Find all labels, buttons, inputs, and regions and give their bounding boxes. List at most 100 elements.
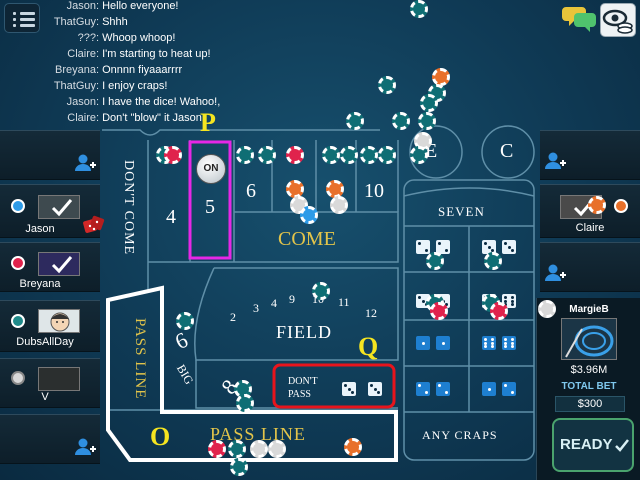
chat-separator: : [96, 16, 100, 28]
annotation-label-q: Q [358, 332, 379, 361]
total-bet-box: $300 [555, 396, 625, 412]
bet-chip[interactable] [250, 440, 268, 458]
field-label[interactable]: FIELD [276, 322, 332, 342]
bet-chip[interactable] [326, 180, 344, 198]
c-bet-label[interactable]: C [500, 140, 514, 162]
empty-seat-panel[interactable] [540, 130, 640, 180]
avatar [38, 309, 80, 333]
current-player-balance: $3.96M [570, 364, 608, 376]
chat-line: Jason:I have the dice! Wahoo!, [40, 94, 400, 110]
dont-pass-label-line2[interactable]: PASS [288, 389, 311, 400]
player-color-marker [11, 199, 25, 213]
empty-seat-panel[interactable] [540, 242, 640, 292]
die-face [436, 336, 450, 350]
player-color-marker [11, 314, 25, 328]
chat-message: Shhh [102, 16, 128, 28]
spiral-avatar-icon [565, 325, 614, 358]
bet-chip[interactable] [312, 282, 330, 300]
chat-separator: : [96, 80, 100, 92]
empty-seat-panel[interactable] [0, 414, 100, 464]
bet-chip[interactable] [330, 196, 348, 214]
player-panel-breyana[interactable]: Breyana [0, 242, 100, 292]
bet-chip[interactable] [164, 146, 182, 164]
die-face [482, 382, 496, 396]
player-color-marker [11, 256, 25, 270]
add-player-icon [75, 154, 96, 171]
bet-chip[interactable] [228, 440, 246, 458]
chat-button[interactable] [562, 3, 598, 35]
check-icon [51, 199, 73, 217]
bet-chip[interactable] [344, 438, 362, 456]
die-face [502, 336, 516, 350]
bet-chip[interactable] [322, 146, 340, 164]
field-number: 4 [271, 296, 277, 310]
chat-sender: Claire [67, 112, 96, 124]
bet-chip[interactable] [236, 394, 254, 412]
chat-sender: ??? [77, 32, 96, 44]
bet-chip[interactable] [230, 458, 248, 476]
avatar [38, 252, 80, 276]
die-face [342, 382, 356, 396]
field-number: 2 [230, 310, 236, 324]
add-player-icon [545, 152, 566, 169]
bet-chip[interactable] [360, 146, 378, 164]
chat-separator: : [96, 64, 100, 76]
bet-chip[interactable] [430, 302, 448, 320]
pass-line-label[interactable]: PASS LINE [210, 424, 306, 444]
point-number-10[interactable]: 10 [364, 180, 384, 202]
total-bet-value: $300 [577, 398, 603, 410]
player-panel-v[interactable]: V [0, 358, 100, 408]
any-craps-label[interactable]: ANY CRAPS [422, 428, 498, 442]
empty-seat-panel[interactable] [0, 130, 100, 180]
bet-chip[interactable] [286, 146, 304, 164]
player-panel-dubsallday[interactable]: DubsAllDay [0, 300, 100, 352]
bet-chip[interactable] [378, 146, 396, 164]
field-number: 12 [365, 306, 377, 320]
bet-chip[interactable] [588, 196, 606, 214]
bet-chip[interactable] [426, 252, 444, 270]
player-panel-jason[interactable]: Jason [0, 184, 100, 238]
player-name: Breyana [19, 278, 61, 290]
pass-line-vertical-label[interactable]: PASS LINE [132, 318, 148, 400]
point-number-6[interactable]: 6 [246, 180, 256, 202]
bet-chip[interactable] [420, 94, 438, 112]
die-face [368, 382, 382, 396]
bet-chip[interactable] [346, 112, 364, 130]
bet-chip[interactable] [418, 112, 436, 130]
bet-chip[interactable] [410, 146, 428, 164]
bet-chip[interactable] [538, 300, 556, 318]
ready-button[interactable]: READY [552, 418, 634, 472]
bet-chip[interactable] [410, 0, 428, 18]
bet-chip[interactable] [208, 440, 226, 458]
bet-chip[interactable] [484, 252, 502, 270]
chat-message: Don't "blow" it Jason! [102, 112, 205, 124]
dont-come-label: DON'T COME [121, 160, 136, 256]
chat-sender: Claire [67, 48, 96, 60]
point-number-4[interactable]: 4 [166, 206, 176, 228]
bet-chip[interactable] [286, 180, 304, 198]
chat-line: Jason:Hello everyone! [40, 0, 400, 14]
bet-chip[interactable] [340, 146, 358, 164]
seven-label[interactable]: SEVEN [438, 204, 485, 219]
check-icon [615, 439, 629, 452]
bet-chip[interactable] [490, 302, 508, 320]
player-name: Jason [25, 223, 55, 235]
view-chips-button[interactable] [600, 3, 636, 37]
chat-separator: : [96, 112, 100, 124]
bet-chip[interactable] [300, 206, 318, 224]
bet-chip[interactable] [236, 146, 254, 164]
chat-line: Claire:I'm starting to heat up! [40, 46, 400, 62]
dont-pass-label-line1[interactable]: DON'T [288, 376, 318, 387]
chat-message: I have the dice! Wahoo!, [102, 96, 221, 108]
menu-button[interactable] [4, 3, 40, 33]
field-number: 11 [338, 295, 350, 309]
face-icon [50, 312, 70, 332]
point-number-5[interactable]: 5 [205, 196, 215, 218]
come-label[interactable]: COME [278, 228, 336, 250]
bet-chip[interactable] [392, 112, 410, 130]
bet-chip[interactable] [258, 146, 276, 164]
bet-chip[interactable] [176, 312, 194, 330]
bet-chip[interactable] [268, 440, 286, 458]
bet-chip[interactable] [378, 76, 396, 94]
chat-message: I'm starting to heat up! [102, 48, 211, 60]
